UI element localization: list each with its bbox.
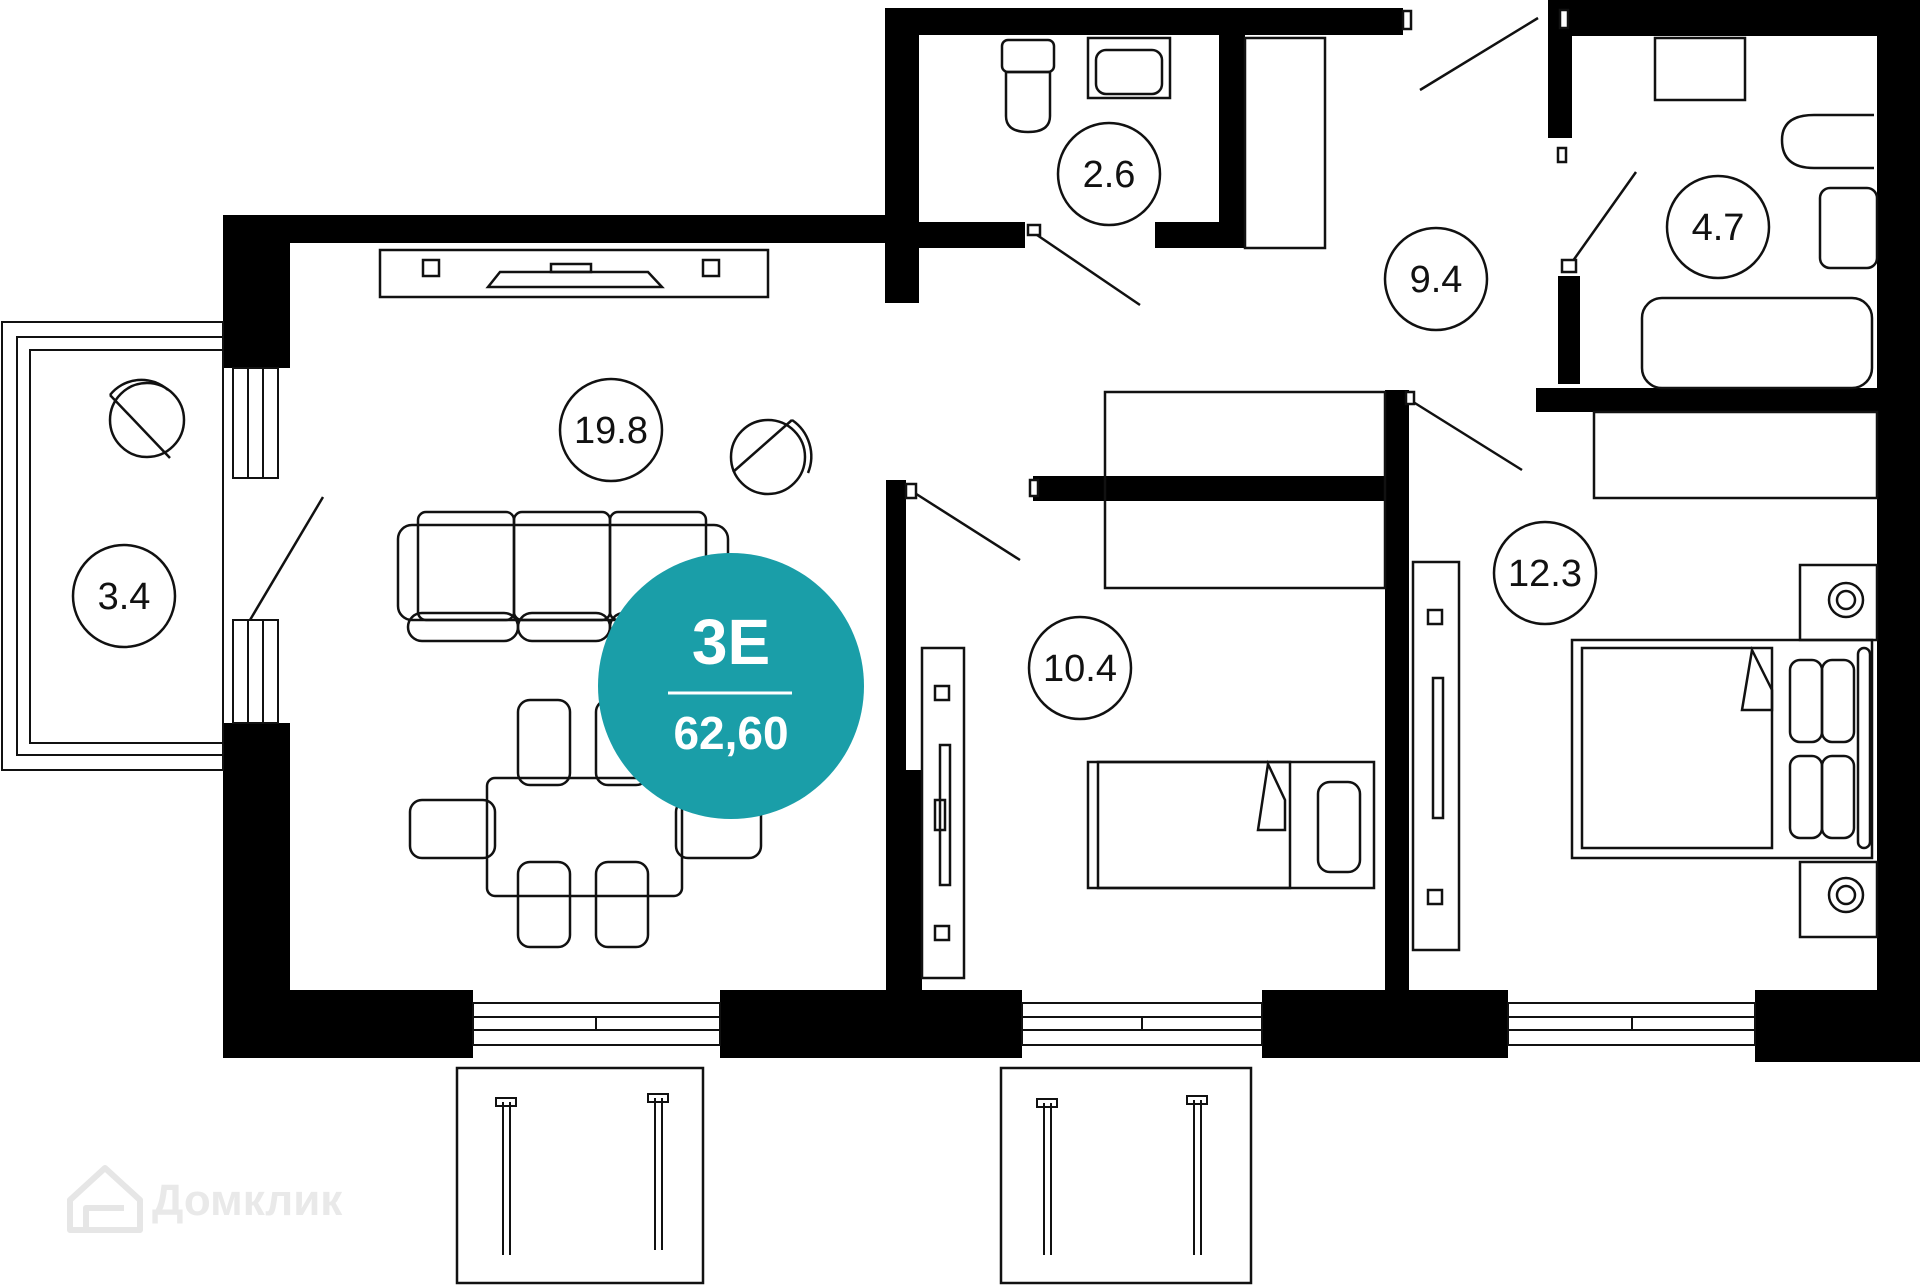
wall-top-living (223, 215, 888, 243)
bath-toilet (1780, 113, 1874, 170)
bath-cabinet (1653, 36, 1747, 102)
nightstand-1 (1798, 563, 1879, 642)
wall-divider-lower (1385, 765, 1409, 990)
armchair-1 (108, 378, 186, 459)
wall-wc-left (885, 8, 919, 303)
area-label-balcony: 3.4 (98, 576, 151, 618)
room-hall: 9.4 (1383, 226, 1489, 332)
armchair-2 (729, 418, 813, 496)
closet-hall (1103, 390, 1387, 590)
wall-top-right (1548, 0, 1920, 36)
wall-bottom-1 (223, 990, 473, 1058)
wall-right (1877, 0, 1920, 1062)
door-entrance (1419, 16, 1539, 92)
apartment-area: 62,60 (673, 707, 788, 759)
area-label-living: 19.8 (574, 410, 648, 452)
room-wc: 2.6 (1056, 121, 1162, 227)
doors (248, 8, 1638, 621)
balcony-rail-2 (999, 1066, 1253, 1285)
room-balcony: 3.4 (71, 543, 177, 649)
closet-bedroom (1592, 410, 1879, 500)
area-label-hall: 9.4 (1410, 259, 1463, 301)
window-bedroom-large (1507, 1002, 1756, 1046)
door-bedroom-small (909, 488, 1021, 562)
wc-sink (1086, 36, 1172, 100)
wall-bottom-3 (1262, 990, 1508, 1058)
balcony (1, 321, 224, 771)
house-icon (67, 1165, 143, 1233)
bath-sink (1818, 186, 1879, 270)
door-balcony (248, 496, 325, 621)
wall-top-wc (885, 8, 1403, 35)
wall-bottom-2 (720, 990, 1022, 1058)
wardrobe-large-bedroom (1411, 560, 1461, 952)
room-labels: 3.4 19.8 2.6 9.4 4.7 10.4 12.3 (71, 121, 1771, 721)
balcony-rail-1 (455, 1066, 705, 1285)
area-label-bedroom-small: 10.4 (1043, 648, 1117, 690)
area-label-bathroom: 4.7 (1692, 207, 1745, 249)
door-bathroom (1568, 171, 1638, 266)
furniture (108, 36, 1879, 1285)
area-label-bedroom-large: 12.3 (1508, 553, 1582, 595)
hall-cabinet (1243, 36, 1327, 250)
wall-bath-bottom (1536, 388, 1877, 412)
wall-living-bedroom-thick (886, 770, 922, 990)
wc-toilet (1000, 38, 1056, 134)
walls (223, 0, 1920, 1062)
window-bedroom-small (1021, 1002, 1263, 1046)
single-bed (1086, 759, 1376, 890)
wall-bath-left (1558, 276, 1580, 384)
room-bedroom-small: 10.4 (1027, 615, 1133, 721)
window-living (472, 1002, 721, 1046)
bathtub (1640, 296, 1874, 390)
nightstand-2 (1798, 860, 1879, 939)
apartment-code: 3E (692, 606, 770, 678)
dining-table (485, 776, 684, 898)
double-bed (1570, 638, 1874, 860)
room-bedroom-large: 12.3 (1492, 520, 1598, 626)
watermark: Домклик (67, 1165, 343, 1233)
windows (232, 367, 1756, 1046)
watermark-text: Домклик (152, 1176, 343, 1225)
apartment-badge: 3E 62,60 (598, 553, 864, 819)
wardrobe-small-bedroom (920, 646, 966, 980)
room-living: 19.8 (558, 377, 664, 483)
area-label-wc: 2.6 (1083, 154, 1136, 196)
wall-closet-mid (1033, 476, 1385, 501)
wall-wc-bottom-left (885, 222, 1025, 248)
badge-circle (598, 553, 864, 819)
room-bathroom: 4.7 (1665, 174, 1771, 280)
wall-left-upper (223, 215, 290, 368)
tv-unit (378, 248, 770, 299)
door-wc (1036, 233, 1141, 307)
door-bedroom-large (1409, 398, 1523, 472)
wall-wc-right (1219, 35, 1245, 248)
